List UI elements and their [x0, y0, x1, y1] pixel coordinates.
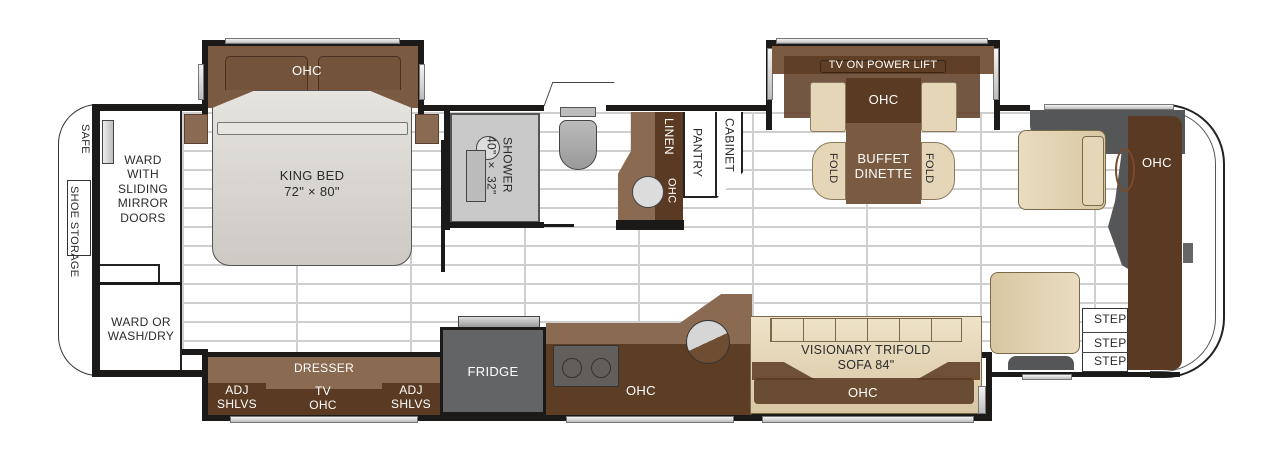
- fridge-label: FRIDGE: [467, 364, 519, 379]
- steering-wheel: [1115, 148, 1135, 192]
- dinette-window-left: [767, 48, 773, 100]
- ward-wash-label: WARD OR WASH/DRY: [107, 315, 175, 344]
- fold-left-label: FOLD: [827, 153, 840, 184]
- fold-right-label: FOLD: [923, 153, 936, 184]
- bed-fold-strip: [217, 122, 408, 135]
- ward-sliding-label: WARD WITH SLIDING MIRROR DOORS: [117, 153, 169, 225]
- fold-chair-left: [812, 142, 846, 200]
- wardrobe-divider: [100, 282, 182, 285]
- galley-sink: [686, 320, 730, 364]
- front-window-top: [1044, 104, 1174, 110]
- fold-chair-right: [921, 142, 955, 200]
- shower-wall: [444, 110, 450, 230]
- wardrobe-shelf: [100, 264, 160, 284]
- tv-ohc: TV OHC: [309, 384, 337, 412]
- sofa-label: VISIONARY TRIFOLD SOFA 84": [801, 343, 931, 372]
- bottom-slide-left: [202, 352, 208, 421]
- dresser-label: DRESSER: [293, 361, 355, 375]
- pantry: [683, 112, 717, 198]
- passenger-seat: [990, 272, 1080, 354]
- adj-shelves-left: ADJ SHLVS: [217, 383, 257, 411]
- ward-wash-dry: [100, 285, 182, 370]
- sofa-cushions: [770, 318, 962, 342]
- rear-bottom-wall: [92, 370, 202, 377]
- dresser-window: [230, 416, 418, 423]
- body-wall-top-front: [1000, 105, 1030, 111]
- step-divider-2: [1082, 352, 1128, 353]
- front-bottom-wall: [990, 372, 1180, 377]
- wardrobe-mirror: [102, 120, 114, 164]
- dresser-top: [208, 357, 440, 383]
- sofa-ohc: [754, 378, 974, 404]
- cockpit-ohc-label: OHC: [1142, 155, 1172, 170]
- linen-label: LINEN: [661, 118, 676, 155]
- bedroom-window-top: [225, 38, 400, 44]
- bath-wall-top-right: [606, 105, 766, 111]
- bedroom-wall-top: [182, 105, 206, 111]
- entry-door-window: [1022, 374, 1072, 380]
- shower: [450, 113, 540, 223]
- bedroom-window-left: [198, 64, 204, 100]
- vanity-base: [616, 220, 684, 230]
- shoe-storage-box: [67, 180, 91, 256]
- step-3: STEP: [1094, 354, 1127, 368]
- tv-label: TV ON POWER LIFT: [828, 59, 938, 71]
- adj-shelves-right: ADJ SHLVS: [391, 383, 431, 411]
- burner-left: [562, 358, 582, 378]
- passenger-base: [1008, 356, 1074, 370]
- galley-ohc-label: OHC: [626, 383, 656, 398]
- sofa-window: [762, 416, 974, 423]
- king-bed: [212, 90, 412, 266]
- rear-top-wall: [92, 104, 202, 111]
- tv-panel: [820, 60, 946, 73]
- dinette-window-right: [993, 48, 999, 100]
- step-1: STEP: [1094, 312, 1127, 326]
- buffet-dinette-table: [846, 122, 921, 204]
- dinette-ohc-label: OHC: [868, 92, 899, 107]
- vanity-sink: [632, 176, 664, 208]
- shoe-storage-label: SHOE STORAGE: [68, 186, 80, 278]
- sofa-ohc-label: OHC: [848, 385, 878, 400]
- toilet-bowl: [559, 120, 597, 170]
- king-bed-label: KING BED 72" × 80": [279, 168, 345, 199]
- shower-seat: [466, 150, 486, 202]
- toilet-tank: [560, 107, 596, 117]
- nightstand-left: [184, 114, 208, 144]
- dresser-notch: [266, 383, 382, 389]
- bedroom-window-right: [419, 64, 425, 100]
- galley-window: [566, 416, 734, 423]
- bedroom-slide-wall-left: [202, 40, 208, 114]
- shower-size-label: 40" × 32": [484, 136, 499, 195]
- step-divider-1: [1082, 332, 1128, 333]
- body-wall-bottom: [182, 349, 208, 355]
- vanity-ohc-label: OHC: [665, 178, 678, 204]
- dinette-label: BUFFET DINETTE: [854, 151, 913, 181]
- sofa-side-window: [978, 386, 986, 414]
- dinette-ohc: [846, 78, 921, 122]
- dinette-window-top: [776, 38, 988, 44]
- shower-label: SHOWER: [500, 137, 515, 193]
- bedroom-ohc-label: OHC: [292, 63, 322, 78]
- bedroom-door-post: [441, 140, 445, 272]
- safe-label: SAFE: [79, 124, 92, 154]
- driver-seat-armrest: [1082, 136, 1104, 206]
- nightstand-right: [415, 114, 439, 144]
- burner-right: [591, 358, 611, 378]
- pantry-label: PANTRY: [690, 128, 705, 178]
- toilet-door-swing: [543, 82, 615, 106]
- step-2: STEP: [1094, 336, 1127, 350]
- shower-bottom-wall: [444, 222, 544, 228]
- bottom-slide-right: [986, 352, 992, 421]
- dinette-chair-back-right: [921, 82, 957, 132]
- rear-wall: [92, 104, 100, 376]
- shower-door-track: [540, 224, 574, 227]
- dashboard-ohc: [1128, 116, 1182, 370]
- fridge: [440, 327, 546, 415]
- cabinet-label: CABINET: [722, 118, 737, 173]
- dash-vent: [1183, 243, 1193, 263]
- bathroom-wall-top: [424, 105, 544, 111]
- linen-cabinet: [655, 112, 683, 224]
- entry-steps: [1082, 308, 1128, 372]
- dinette-chair-back-left: [810, 82, 846, 132]
